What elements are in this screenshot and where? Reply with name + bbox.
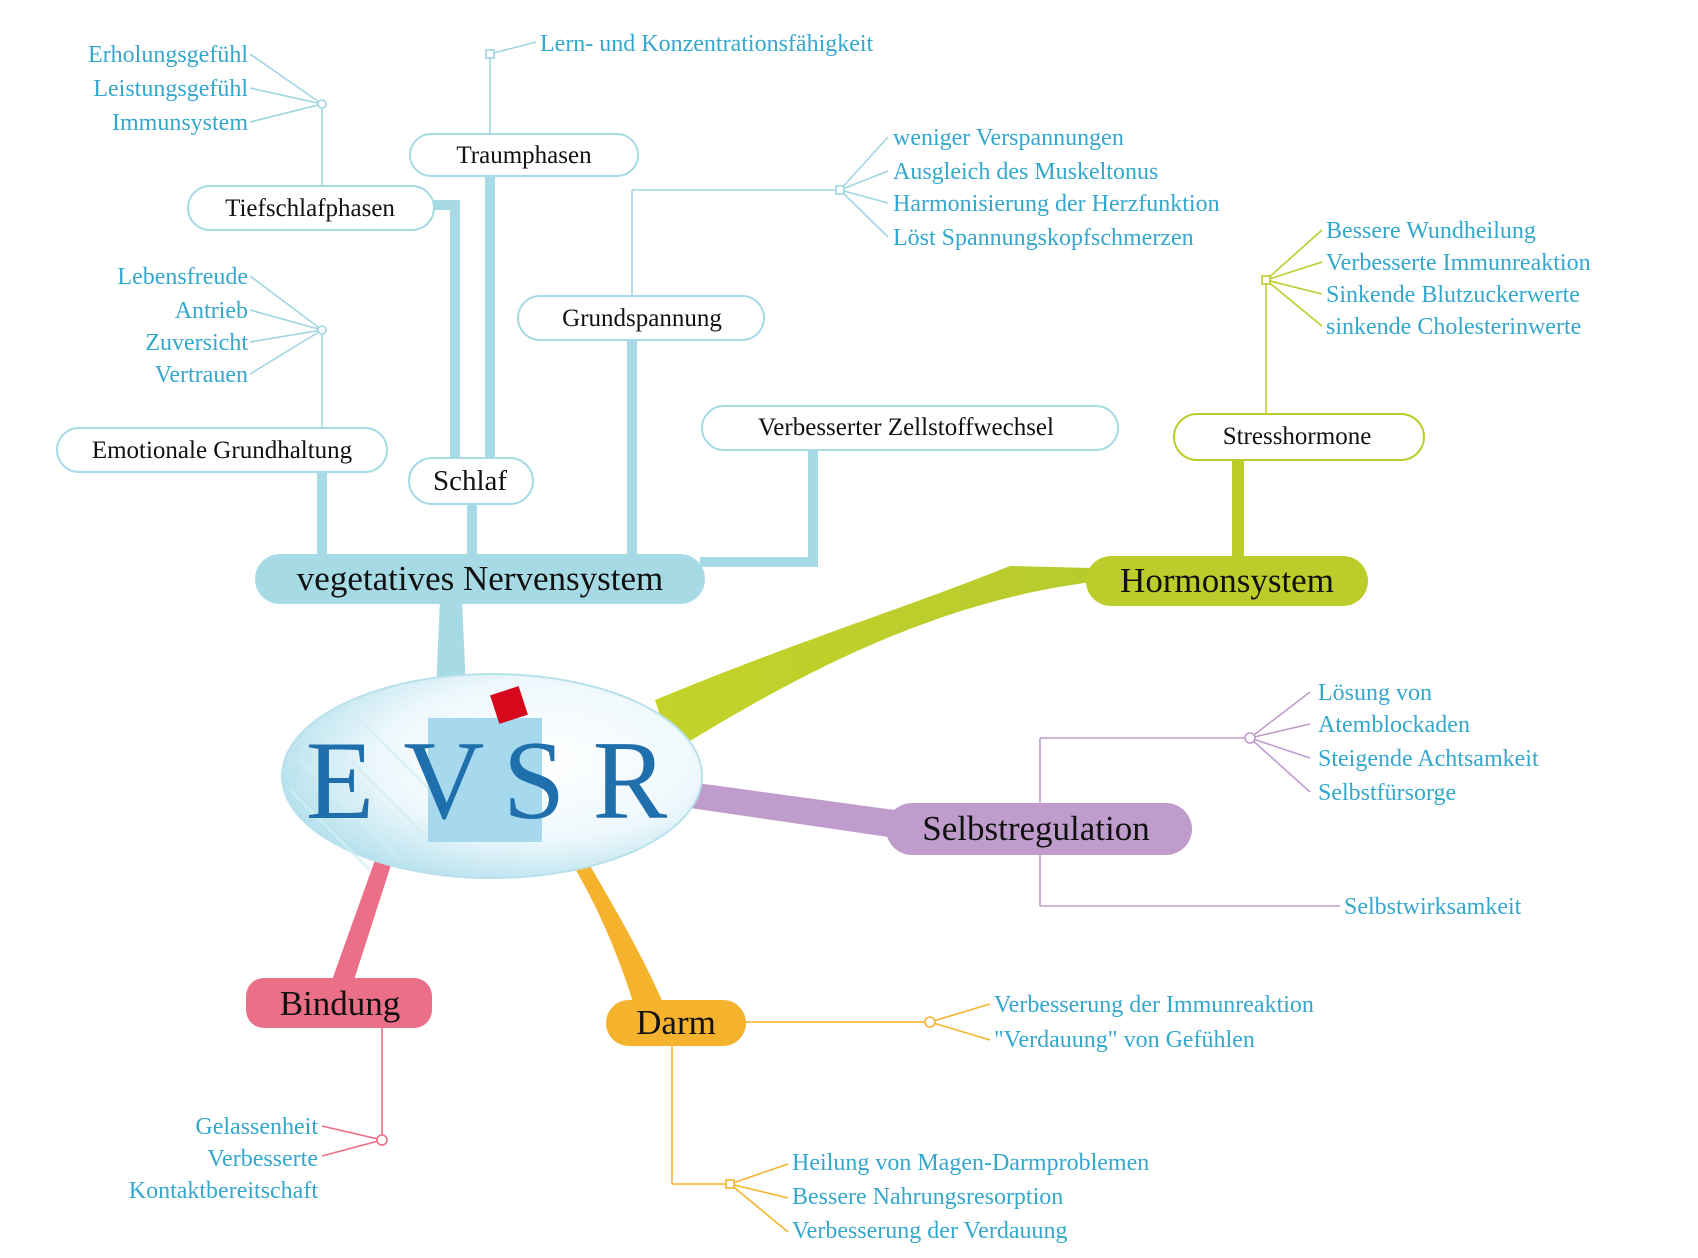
traum-stem — [485, 176, 495, 464]
bindung-label: Bindung — [280, 984, 401, 1023]
emotionale-lines — [249, 275, 327, 428]
leaf-lebensfreude: Lebensfreude — [117, 264, 248, 290]
node-stresshormone-box — [1173, 413, 1425, 461]
leaf-verbesserte: Verbesserte — [207, 1146, 318, 1172]
center-letter-v: V — [404, 719, 485, 843]
leaf-zuversicht: Zuversicht — [145, 330, 248, 356]
leaf-wundheilung: Bessere Wundheilung — [1326, 218, 1536, 244]
red-square-icon — [490, 686, 528, 724]
leaf-kontakt: Kontaktbereitschaft — [129, 1178, 319, 1204]
leaf-selbstwirksamkeit: Selbstwirksamkeit — [1344, 894, 1522, 920]
bindung-connector — [332, 860, 392, 980]
leaf-magen-darm: Heilung von Magen-Darmproblemen — [792, 1150, 1149, 1176]
node-hormon-pill — [1086, 556, 1368, 606]
leaf-immunreaktion: Verbesserte Immunreaktion — [1326, 250, 1591, 276]
leaf-lern: Lern- und Konzentrationsfähigkeit — [540, 31, 874, 57]
main-labels: vegetatives Nervensystem Hormonsystem Se… — [280, 559, 1334, 1042]
leaf-gelassenheit: Gelassenheit — [195, 1114, 318, 1140]
node-selbst-pill — [886, 803, 1192, 855]
leaf-atemblockaden: Atemblockaden — [1318, 712, 1470, 738]
emotionale-stem — [317, 470, 327, 562]
zell-label: Verbesserter Zellstoffwechsel — [758, 414, 1054, 441]
traum-label: Traumphasen — [456, 142, 592, 169]
tiefschlaf-lines — [249, 53, 327, 186]
hormon-label: Hormonsystem — [1120, 561, 1334, 600]
traum-lines — [485, 41, 537, 134]
leaf-kopfschmerzen: Löst Spannungskopfschmerzen — [893, 225, 1194, 251]
node-darm-pill — [606, 1000, 746, 1046]
main-nodes — [246, 554, 1368, 1046]
leaf-verdauung-gefuehle: "Verdauung" von Gefühlen — [994, 1027, 1255, 1053]
tiefschlaf-label: Tiefschlafphasen — [225, 195, 395, 222]
schlaf-label: Schlaf — [433, 465, 507, 497]
leaf-labels: Erholungsgefühl Leistungsgefühl Immunsys… — [88, 31, 1591, 1244]
node-vns-pill — [255, 554, 705, 604]
leaf-selbstfuersorge: Selbstfürsorge — [1318, 780, 1456, 806]
node-grundspannung-box — [517, 295, 765, 341]
leaf-leistung: Leistungsgefühl — [93, 76, 248, 102]
leaf-verdauung: Verbesserung der Verdauung — [792, 1218, 1067, 1244]
leaf-herzfunktion: Harmonisierung der Herzfunktion — [893, 191, 1220, 217]
leaf-vertrauen: Vertrauen — [155, 362, 248, 388]
leaf-darm-immunreaktion: Verbesserung der Immunreaktion — [994, 992, 1314, 1018]
hormon-connector — [655, 566, 1092, 752]
center-letter-r: R — [593, 719, 668, 843]
darm-lines — [671, 1003, 991, 1233]
selbst-label: Selbstregulation — [922, 809, 1149, 848]
leaf-antrieb: Antrieb — [175, 298, 248, 324]
leaf-cholesterin: sinkende Cholesterinwerte — [1326, 314, 1581, 340]
leaf-nahrungsresorption: Bessere Nahrungsresorption — [792, 1184, 1063, 1210]
leaf-loesung: Lösung von — [1318, 680, 1432, 706]
stresshormone-label: Stresshormone — [1223, 423, 1372, 450]
center-highlight — [428, 718, 542, 842]
schlaf-stem — [467, 502, 477, 562]
node-tiefschlaf-box — [187, 185, 435, 231]
node-schlaf-box — [408, 457, 534, 505]
vns-sub-connectors — [317, 176, 818, 567]
emotionale-label: Emotionale Grundhaltung — [92, 437, 353, 464]
selbst-connector — [690, 782, 895, 838]
leaf-muskeltonus: Ausgleich des Muskeltonus — [893, 159, 1158, 185]
darm-label: Darm — [636, 1003, 716, 1042]
branch-connectors — [332, 566, 1092, 1005]
node-emotionale-box — [56, 427, 388, 473]
vns-stem — [436, 600, 466, 690]
darm-connector — [570, 852, 664, 1005]
vns-label: vegetatives Nervensystem — [297, 559, 663, 598]
leaf-immunsystem: Immunsystem — [112, 110, 248, 136]
leaf-achtsamkeit: Steigende Achtsamkeit — [1318, 746, 1539, 772]
selbst-lines — [1039, 691, 1340, 907]
center-letters: E V S R — [306, 719, 668, 843]
zell-connector — [700, 446, 818, 567]
grundspannung-lines — [631, 136, 889, 300]
center-letter-e: E — [306, 719, 374, 843]
node-traum-box — [409, 133, 639, 177]
leaf-verspannungen: weniger Verspannungen — [893, 125, 1124, 151]
center-node — [281, 673, 703, 879]
center-letter-s: S — [503, 719, 565, 843]
bindung-lines — [321, 1026, 388, 1157]
node-zell-box — [701, 405, 1119, 451]
tiefschlaf-connector — [432, 200, 460, 465]
grundspannung-label: Grundspannung — [562, 305, 722, 332]
leaf-blutzucker: Sinkende Blutzuckerwerte — [1326, 282, 1580, 308]
stresshormone-lines — [1261, 229, 1323, 416]
grundspannung-stem — [627, 338, 637, 562]
leaf-erholung: Erholungsgefühl — [88, 42, 248, 68]
hormon-stem — [1232, 460, 1244, 560]
sub-nodes — [56, 133, 1425, 560]
node-bindung-pill — [246, 978, 432, 1028]
thin-lines — [249, 41, 1340, 1233]
sub-labels: Emotionale Grundhaltung Schlaf Tiefschla… — [92, 142, 1371, 497]
